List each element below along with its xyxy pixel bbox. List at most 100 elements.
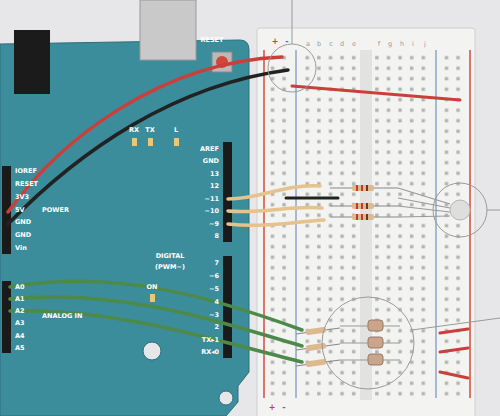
black-wire [8, 70, 288, 224]
pin-label: 12 [210, 183, 219, 190]
pin-header [223, 142, 232, 242]
signal-wire [228, 220, 324, 225]
led-leg [398, 188, 450, 204]
pin-label: TX▸1 [202, 337, 219, 344]
terminal-holes [302, 52, 360, 398]
pin-label: 7 [214, 260, 219, 267]
dc-jack [14, 30, 50, 94]
pin-label: 8 [214, 233, 219, 240]
pin-label: ~3 [209, 312, 219, 319]
pin-label: 13 [210, 171, 219, 178]
column-letter: j [424, 41, 426, 48]
pin-label: RX◂0 [201, 349, 219, 356]
pin-label: GND [15, 232, 31, 239]
pin-label: A2 [15, 308, 25, 315]
column-letter: f [378, 41, 380, 48]
column-letter: d [340, 41, 344, 48]
pin-label: 5V [15, 207, 25, 214]
callout-circle [268, 44, 316, 92]
pin-label: ~10 [205, 208, 220, 215]
led-label: TX [145, 127, 154, 134]
pin-label: RESET [15, 181, 38, 188]
column-letter: e [352, 41, 356, 48]
resistor-band [361, 214, 363, 220]
red-jumper [440, 348, 468, 352]
pin-label: ~9 [209, 221, 219, 228]
resistor-band [366, 185, 368, 191]
pin-label: 2 [214, 324, 219, 331]
rail-holes [441, 52, 465, 398]
column-letter: b [317, 41, 321, 48]
red-jumper [440, 372, 468, 378]
resistor-symbol [306, 359, 327, 368]
column-letter: h [400, 41, 404, 48]
section-label: DIGITAL [156, 253, 185, 260]
ground-jumper [286, 197, 338, 200]
column-letter: g [388, 41, 392, 48]
rx-led [132, 138, 137, 146]
resistor-band [356, 214, 358, 220]
pin-label: ~5 [209, 286, 219, 293]
led-leg [398, 206, 450, 212]
pin-label: GND [15, 219, 31, 226]
section-label: POWER [42, 207, 69, 214]
resistor-band [356, 185, 358, 191]
callout-circle [322, 297, 414, 389]
usb-connector [140, 0, 196, 60]
analog-wire [10, 311, 302, 362]
pin-label: A1 [15, 296, 25, 303]
led-label: L [174, 127, 178, 134]
pin-label: 4 [214, 299, 219, 306]
photoresistor-symbol [368, 337, 383, 348]
photoresistor-symbol [368, 354, 383, 365]
callout-circle [433, 183, 487, 237]
leader-line [487, 210, 500, 211]
rgb-led [450, 200, 470, 220]
column-letter: a [306, 41, 310, 48]
leader-line [292, 0, 293, 44]
pin-label: A0 [15, 284, 25, 291]
red-jumper [440, 329, 468, 333]
rail-sign: + [272, 38, 279, 46]
resistor-symbol [352, 203, 374, 209]
pin-label: 3V3 [15, 194, 29, 201]
pin-label: A3 [15, 320, 25, 327]
pin-label: ~6 [209, 273, 219, 280]
section-label: (PWM~) [155, 264, 185, 271]
tx-led [148, 138, 153, 146]
resistor-band [366, 203, 368, 209]
resistor-band [361, 185, 363, 191]
resistor-symbol [306, 343, 327, 352]
pin-label: A5 [15, 345, 25, 352]
rail-sign: - [285, 38, 288, 46]
resistor-band [366, 214, 368, 220]
led-label: ON [147, 284, 158, 291]
led-label: RX [129, 127, 139, 134]
pin-label: Vin [15, 245, 27, 252]
column-letter: c [329, 41, 333, 48]
led-leg [398, 216, 450, 217]
rail-sign: + [269, 404, 276, 412]
leader-line [412, 318, 500, 330]
on-led [150, 294, 155, 302]
button-label: RESET [200, 37, 223, 44]
section-label: ANALOG IN [42, 313, 82, 320]
pin-label: ~11 [205, 196, 220, 203]
resistor-symbol [352, 214, 374, 220]
mounting-hole [219, 391, 233, 405]
resistor-band [361, 203, 363, 209]
resistor-symbol [352, 185, 374, 191]
mounting-hole [143, 342, 161, 360]
pin-label: IOREF [15, 168, 37, 175]
pin-header [2, 281, 11, 353]
power-rail-line [469, 50, 471, 398]
signal-wire [228, 207, 322, 211]
column-letter: i [412, 41, 414, 48]
pin-label: GND [203, 158, 219, 165]
rail-sign: - [282, 404, 285, 412]
resistor-band [356, 203, 358, 209]
photoresistor-symbol [368, 320, 383, 331]
